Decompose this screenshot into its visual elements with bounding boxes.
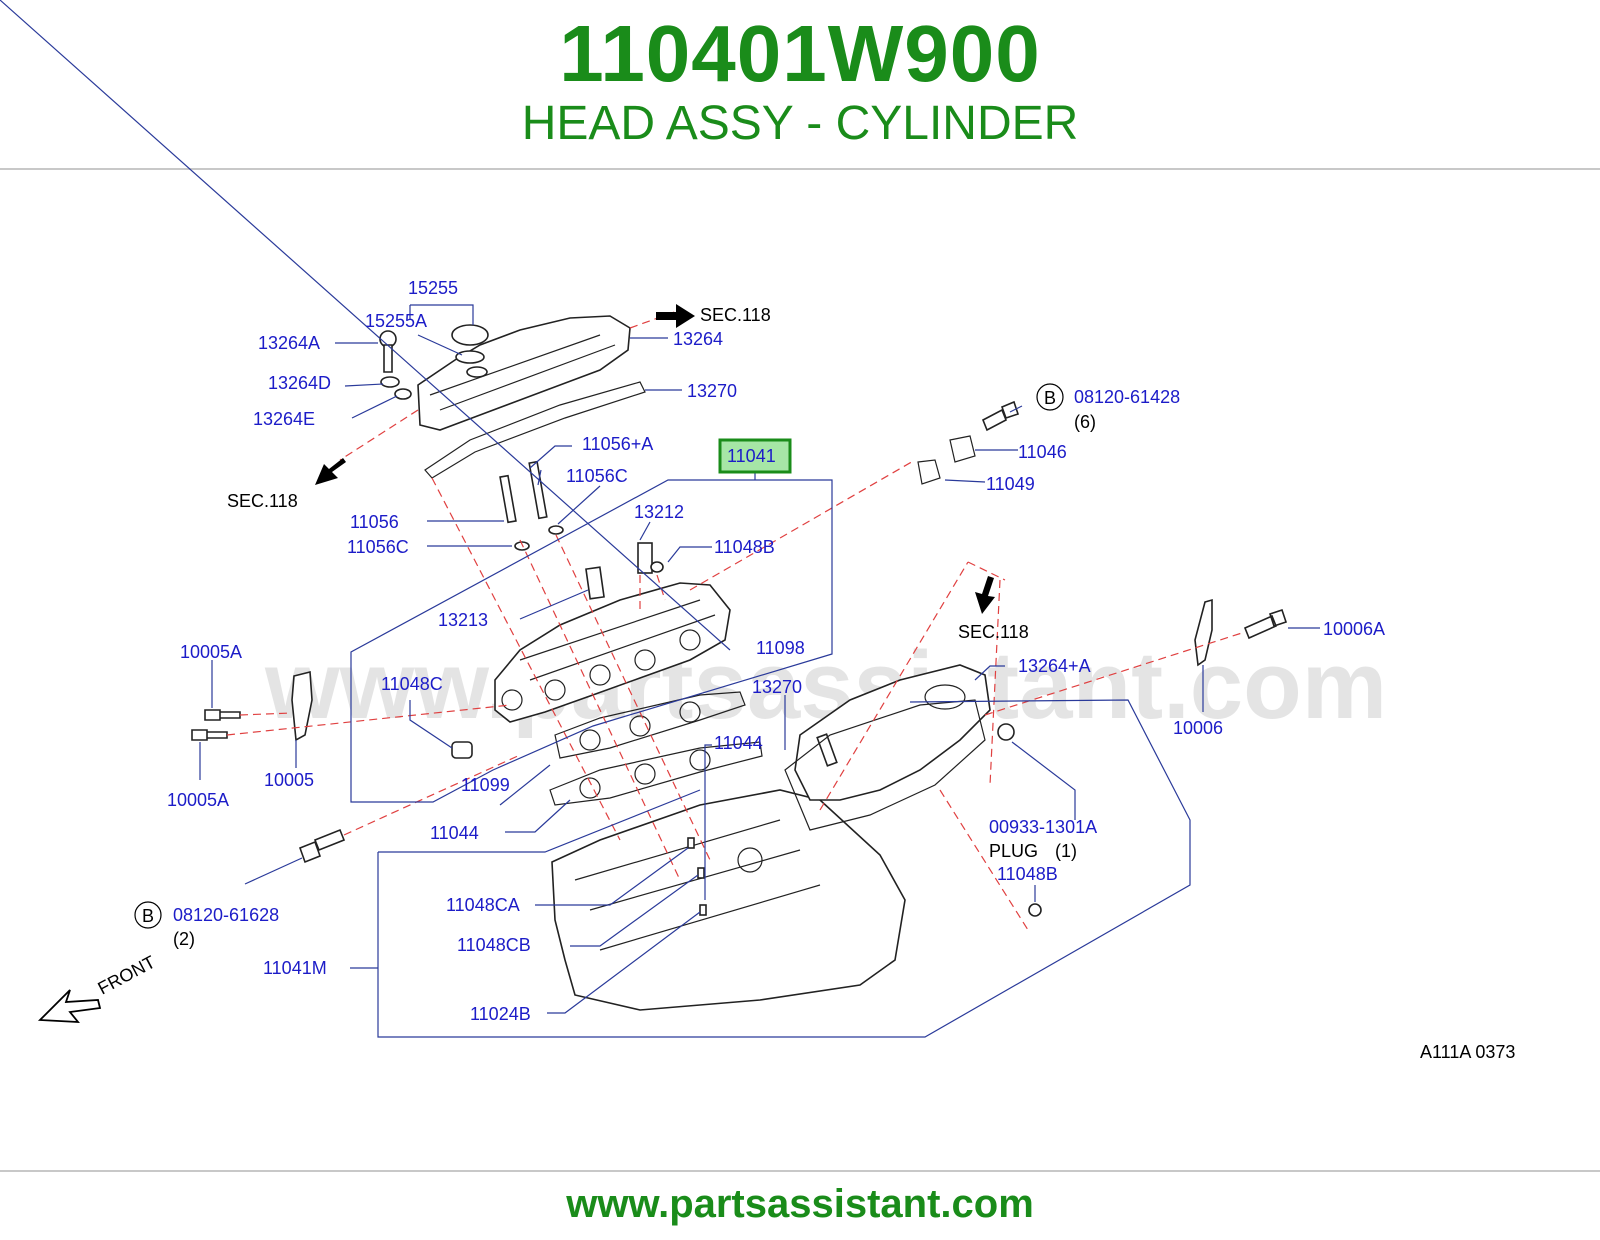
sec118-arrow-top bbox=[656, 304, 695, 328]
label-10005A-a[interactable]: 10005A bbox=[180, 642, 242, 662]
label-11049[interactable]: 11049 bbox=[986, 474, 1035, 494]
header-divider bbox=[0, 168, 1600, 170]
label-00933-1301A[interactable]: 00933-1301A bbox=[989, 817, 1097, 837]
plug-11048B-lower bbox=[1028, 903, 1042, 917]
gasket-11044-upper bbox=[554, 691, 746, 759]
label-13213[interactable]: 13213 bbox=[438, 610, 488, 630]
seal-11048C bbox=[451, 741, 473, 759]
label-11048CB[interactable]: 11048CB bbox=[457, 935, 531, 955]
label-13264[interactable]: 13264 bbox=[673, 329, 723, 349]
label-11056[interactable]: 11056 bbox=[350, 512, 399, 532]
label-11099[interactable]: 11099 bbox=[461, 775, 510, 795]
svg-text:B: B bbox=[142, 906, 154, 926]
label-10005A-b[interactable]: 10005A bbox=[167, 790, 229, 810]
oil-filler-cap bbox=[451, 324, 489, 378]
label-13264A-plus[interactable]: 13264+A bbox=[1018, 656, 1091, 676]
footer-url[interactable]: www.partsassistant.com bbox=[566, 1182, 1034, 1226]
label-sec118-left[interactable]: SEC.118 bbox=[227, 491, 298, 511]
label-11024B[interactable]: 11024B bbox=[470, 1004, 531, 1024]
part-labels: 15255 15255A 13264A 13264D 13264E SEC.11… bbox=[94, 278, 1515, 1062]
label-10006[interactable]: 10006 bbox=[1173, 718, 1223, 738]
alignment-lines bbox=[226, 309, 1246, 931]
bracket-10006 bbox=[1194, 598, 1288, 667]
group-bracket-11041 bbox=[350, 460, 833, 803]
label-11041[interactable]: 11041 bbox=[727, 446, 776, 466]
label-13212[interactable]: 13212 bbox=[634, 502, 684, 522]
label-plug-qty: (1) bbox=[1055, 841, 1077, 861]
label-13270-top[interactable]: 13270 bbox=[687, 381, 737, 401]
header: 110401W900 HEAD ASSY - CYLINDER bbox=[0, 0, 1600, 168]
label-qty-6: (6) bbox=[1074, 412, 1096, 432]
label-qty-2: (2) bbox=[173, 929, 195, 949]
gasket-11044-lower bbox=[549, 741, 763, 806]
label-sec118-right[interactable]: SEC.118 bbox=[958, 622, 1029, 642]
cylinder-head-lower bbox=[551, 789, 906, 1011]
rocker-cover-gasket-upper bbox=[424, 381, 646, 479]
label-13264D[interactable]: 13264D bbox=[268, 373, 331, 393]
diagram-code: A111A 0373 bbox=[1420, 1042, 1515, 1062]
bolt-marker-icon: B bbox=[134, 901, 162, 929]
rocker-cover-upper bbox=[417, 315, 631, 431]
bolt-08120-61628 bbox=[298, 828, 346, 864]
bolt-marker-icon: B bbox=[1036, 383, 1064, 411]
spark-plug-tubes bbox=[585, 542, 664, 600]
label-11056C-a[interactable]: 11056C bbox=[566, 466, 628, 486]
label-13264A[interactable]: 13264A bbox=[258, 333, 320, 353]
bolt-13264A bbox=[379, 330, 412, 400]
part-name: HEAD ASSY - CYLINDER bbox=[521, 97, 1079, 150]
label-11041M[interactable]: 11041M bbox=[263, 958, 327, 978]
footer-divider bbox=[0, 1170, 1600, 1172]
plug-00933 bbox=[997, 723, 1015, 741]
label-11048C[interactable]: 11048C bbox=[381, 674, 443, 694]
gasket-13270-lower bbox=[784, 699, 986, 831]
label-08120-61428[interactable]: 08120-61428 bbox=[1074, 387, 1180, 407]
part-number: 110401W900 bbox=[559, 9, 1041, 98]
svg-text:B: B bbox=[1044, 388, 1056, 408]
label-11048B-a[interactable]: 11048B bbox=[714, 537, 775, 557]
label-10006A[interactable]: 10006A bbox=[1323, 619, 1385, 639]
label-10005[interactable]: 10005 bbox=[264, 770, 314, 790]
group-bracket-11041M bbox=[377, 699, 1191, 1038]
label-11056C-b[interactable]: 11056C bbox=[347, 537, 409, 557]
label-15255A[interactable]: 15255A bbox=[365, 311, 427, 331]
sec118-arrow-left bbox=[315, 458, 346, 485]
label-08120-61628[interactable]: 08120-61628 bbox=[173, 905, 279, 925]
sec118-arrow-right bbox=[975, 576, 995, 614]
label-11044-a[interactable]: 11044 bbox=[714, 733, 763, 753]
label-13264E[interactable]: 13264E bbox=[253, 409, 315, 429]
label-11044-b[interactable]: 11044 bbox=[430, 823, 479, 843]
front-label: FRONT bbox=[94, 952, 158, 999]
label-sec118-top[interactable]: SEC.118 bbox=[700, 305, 771, 325]
bracket-10005 bbox=[191, 670, 313, 742]
label-11046[interactable]: 11046 bbox=[1018, 442, 1067, 462]
head-bolts bbox=[499, 460, 564, 551]
rocker-cover-lower bbox=[794, 664, 991, 801]
label-11098[interactable]: 11098 bbox=[756, 638, 805, 658]
front-arrow-icon bbox=[37, 989, 102, 1024]
label-11048CA[interactable]: 11048CA bbox=[446, 895, 520, 915]
leader-lines bbox=[0, 0, 1320, 1014]
label-11048B-b[interactable]: 11048B bbox=[997, 864, 1058, 884]
label-13270-mid[interactable]: 13270 bbox=[752, 677, 802, 697]
label-15255[interactable]: 15255 bbox=[408, 278, 458, 298]
label-plug: PLUG bbox=[989, 841, 1038, 861]
label-11056A[interactable]: 11056+A bbox=[582, 434, 653, 454]
cylinder-head-upper bbox=[494, 582, 731, 723]
bolt-08120-61428 bbox=[981, 400, 1020, 432]
gaskets-11046-11049 bbox=[917, 435, 976, 485]
part-highlight-box bbox=[718, 438, 792, 474]
